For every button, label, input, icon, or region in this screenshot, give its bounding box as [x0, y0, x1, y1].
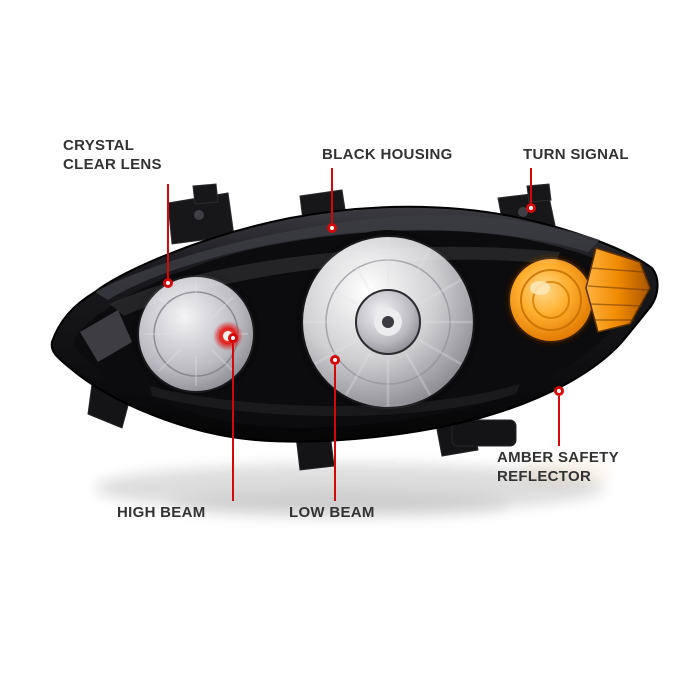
callout-label-amber-safety-reflector: AMBER SAFETY REFLECTOR: [497, 449, 619, 485]
leader-line-amber-safety-reflector: [558, 396, 560, 446]
marker-dot-black-housing: [327, 223, 337, 233]
marker-dot-crystal-clear-lens: [163, 278, 173, 288]
callout-label-low-beam: LOW BEAM: [289, 504, 375, 521]
leader-line-low-beam: [334, 365, 336, 501]
turn-signal-lamp: [505, 254, 597, 346]
leader-line-black-housing: [331, 168, 333, 223]
callout-label-high-beam: HIGH BEAM: [117, 504, 206, 521]
housing-gloss-band: [95, 215, 600, 300]
lens-reflections: [80, 246, 560, 416]
amber-safety-reflector-strip: [585, 247, 651, 333]
callout-label-crystal-clear-lens: CRYSTAL CLEAR LENS: [63, 137, 162, 173]
leader-line-high-beam: [232, 343, 234, 501]
high-beam-reflector: [132, 270, 260, 398]
screw-left: [194, 210, 204, 220]
marker-dot-turn-signal: [526, 203, 536, 213]
leader-line-crystal-clear-lens: [167, 184, 169, 278]
leader-line-turn-signal: [530, 168, 532, 203]
callout-label-turn-signal: TURN SIGNAL: [523, 146, 629, 163]
ground-shadow: [95, 462, 610, 520]
callout-label-black-housing: BLACK HOUSING: [322, 146, 453, 163]
low-beam-reflector: [296, 230, 480, 414]
marker-dot-low-beam: [330, 355, 340, 365]
marker-dot-high-beam: [228, 333, 238, 343]
marker-dot-amber-safety-reflector: [554, 386, 564, 396]
screw-right: [518, 207, 528, 217]
